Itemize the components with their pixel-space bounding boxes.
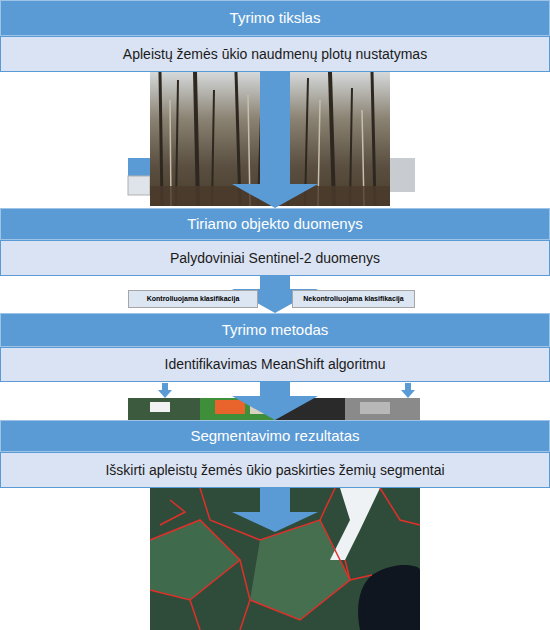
node-text: Tiriamo objekto duomenys	[187, 215, 362, 233]
small-arrow	[158, 383, 172, 398]
thumbnail-image	[128, 398, 200, 420]
segment-border	[345, 560, 372, 580]
tree-trunk	[330, 72, 334, 206]
node-text: Nekontroliuojama klasifikacija	[303, 295, 403, 303]
segment-borders	[150, 488, 420, 630]
segment-border	[200, 488, 335, 540]
small-arrow	[401, 383, 415, 398]
tree-trunk	[372, 72, 375, 206]
block-arrow	[232, 72, 318, 208]
stage-box: Išskirti apleistų žemės ūkio paskirties …	[0, 452, 550, 488]
water-body	[358, 565, 420, 630]
node-text: Tyrimo metodas	[222, 321, 329, 339]
image-patch	[150, 520, 240, 600]
segmentation-image	[150, 488, 420, 630]
method-box: Nekontroliuojama klasifikacija	[292, 290, 415, 308]
stage-heading: Tiriamo objekto duomenys	[0, 208, 550, 240]
stage-heading: Tyrimo tikslas	[0, 0, 550, 36]
segment-border	[240, 600, 250, 630]
stage-heading: Segmentavimo rezultatas	[0, 420, 550, 452]
node-text: Identifikavimas MeanShift algoritmu	[165, 356, 386, 373]
block-arrow	[232, 488, 318, 532]
river	[330, 488, 380, 560]
image-patch	[250, 520, 350, 620]
node-text: Segmentavimo rezultatas	[190, 427, 359, 445]
stage-box: Palydoviniai Sentinel-2 duomenys	[0, 240, 550, 276]
segment-border	[190, 600, 200, 630]
hidden-panel	[128, 158, 150, 176]
node-text: Palydoviniai Sentinel-2 duomenys	[170, 250, 380, 267]
node-text: Tyrimo tikslas	[230, 9, 321, 27]
method-box: Kontroliuojama klasifikacija	[128, 290, 258, 308]
hidden-panel	[390, 158, 415, 192]
hidden-panel	[128, 176, 150, 195]
stage-heading: Tyrimo metodas	[0, 313, 550, 347]
segment-border	[380, 488, 420, 525]
node-text: Kontroliuojama klasifikacija	[147, 295, 240, 303]
tree-trunk	[195, 72, 198, 206]
segment-border	[160, 500, 185, 525]
tree-trunk	[160, 72, 162, 206]
thumbnail-image	[360, 402, 390, 414]
thumbnail-image	[150, 402, 170, 412]
segment-border	[150, 520, 240, 600]
segment-border	[240, 520, 350, 620]
node-text: Apleistų žemės ūkio naudmenų plotų nusta…	[123, 46, 427, 63]
node-text: Išskirti apleistų žemės ūkio paskirties …	[105, 462, 444, 479]
stage-box: Identifikavimas MeanShift algoritmu	[0, 347, 550, 382]
thumbnail-image	[215, 400, 245, 414]
stage-box: Apleistų žemės ūkio naudmenų plotų nusta…	[0, 36, 550, 72]
block-arrow	[232, 382, 318, 420]
thumbnail-image	[345, 398, 420, 420]
